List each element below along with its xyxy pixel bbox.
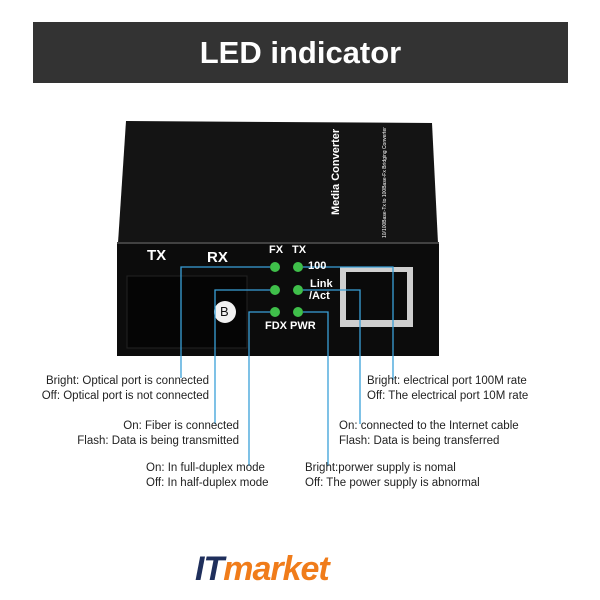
model-text: Media Converter xyxy=(330,128,342,215)
pwr-label: PWR xyxy=(290,320,316,332)
act-label: /Act xyxy=(309,290,330,302)
tx-led-label: TX xyxy=(292,244,307,256)
leds xyxy=(270,262,303,317)
led-100 xyxy=(293,262,303,272)
led-pwr xyxy=(293,307,303,317)
fx-label: FX xyxy=(269,244,284,256)
leader-lines xyxy=(180,266,394,466)
badge-label: B xyxy=(220,304,229,319)
fdx-label: FDX xyxy=(265,320,287,332)
rx-port-label: RX xyxy=(207,249,228,266)
badge-b xyxy=(214,301,236,323)
sub-text: 10/100Base-Tx to 100Base-Fx Bridging Con… xyxy=(382,127,388,238)
itmarket-logo: ITmarket xyxy=(195,550,330,588)
led-fx xyxy=(270,262,280,272)
page-title: LED indicator xyxy=(33,22,568,83)
speed-label: 100 xyxy=(308,260,327,272)
link-label: Link xyxy=(310,278,333,290)
led-link-act xyxy=(293,285,303,295)
tx-port-label: TX xyxy=(147,247,167,264)
led-fdx xyxy=(270,307,280,317)
led-fiber-link xyxy=(270,285,280,295)
